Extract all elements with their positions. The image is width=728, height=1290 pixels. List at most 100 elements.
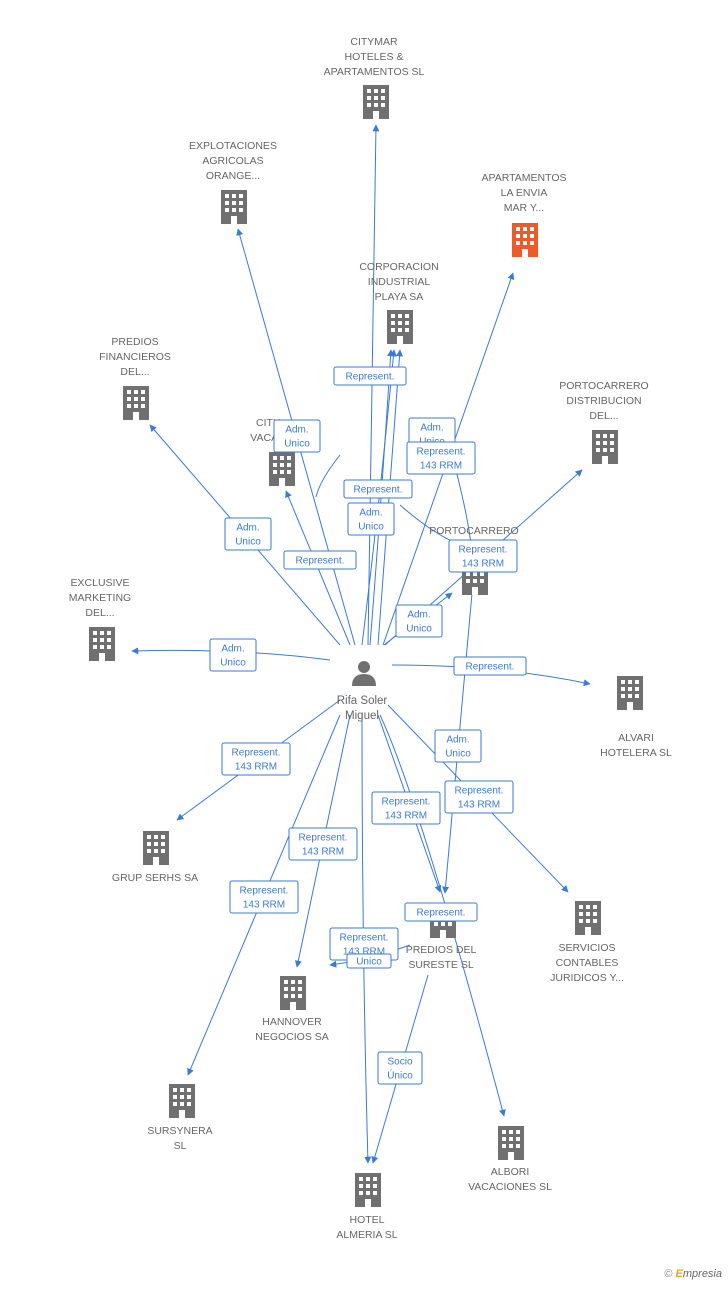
edge-13 — [442, 559, 476, 894]
edge-label-box — [209, 638, 257, 672]
edge-label-box — [288, 827, 358, 861]
edge-label-box — [273, 419, 321, 453]
building-icon — [123, 386, 149, 420]
company-label: CITYMAR — [350, 36, 398, 48]
edge-label-text: 143 RRM — [462, 559, 504, 570]
company-node-serhs[interactable]: GRUP SERHS SA — [112, 831, 198, 884]
edge-label-1[interactable]: Adm.Unico — [273, 419, 321, 453]
edge-label-3[interactable]: Represent. 143 RRM — [406, 441, 476, 475]
edge-label-text: Represent. — [354, 485, 403, 496]
edge-label-18[interactable]: Represent.143 RRM — [329, 927, 399, 961]
company-label: DISTRIBUCION — [566, 395, 641, 407]
company-label: SERVICIOS — [559, 942, 616, 954]
company-label: SURESTE SL — [408, 959, 474, 971]
edge-4 — [361, 349, 397, 646]
company-label: PREDIOS — [111, 336, 158, 348]
edge-label-20[interactable]: Represent. — [404, 902, 478, 922]
edge-label-text: Adm. — [236, 523, 259, 534]
edge-label-box — [346, 953, 392, 969]
company-node-predfin[interactable]: PREDIOSFINANCIEROSDEL... — [99, 336, 171, 420]
edge-label-15[interactable]: Represent.143 RRM — [371, 791, 441, 825]
company-node-servcont[interactable]: SERVICIOS CONTABLES JURIDICOS Y... — [550, 901, 624, 984]
company-label: SURSYNERA — [147, 1125, 212, 1137]
edge-labels-layer: Represent.Adm.UnicoAdm.UnicoRepresent.14… — [209, 366, 527, 1085]
edge-label-12[interactable]: Represent.143 RRM — [221, 742, 291, 776]
company-label: ALVARI — [618, 732, 654, 744]
company-label: GRUP SERHS SA — [112, 872, 198, 884]
company-label: HOTELERA SL — [600, 747, 672, 759]
company-label: CONTABLES — [556, 957, 619, 969]
edge-label-box — [406, 441, 476, 475]
company-node-alvari[interactable]: ALVARI HOTELERA SL — [600, 676, 672, 759]
building-icon — [363, 85, 389, 119]
building-icon — [575, 901, 601, 935]
company-label: FINANCIEROS — [99, 351, 171, 363]
edge-line — [379, 714, 506, 1117]
edge-label-box — [229, 880, 299, 914]
building-icon — [355, 1173, 381, 1207]
company-node-portdist[interactable]: PORTOCARRERODISTRIBUCIONDEL... — [559, 380, 649, 464]
edge-label-text: Unico — [220, 658, 246, 669]
edge-label-13[interactable]: Adm.Unico — [434, 729, 482, 763]
edge-label-box — [347, 502, 395, 536]
footer-brand[interactable]: © Empresia — [664, 1268, 722, 1280]
edge-label-box — [283, 550, 357, 570]
edge-label-text: Unico — [445, 749, 471, 760]
edge-label-19[interactable]: Unico — [346, 953, 392, 969]
edge-label-16[interactable]: Represent.143 RRM — [288, 827, 358, 861]
edge-label-text: 143 RRM — [385, 811, 427, 822]
company-label: DEL... — [85, 607, 114, 619]
company-node-predsur[interactable]: PREDIOS DEL SURESTE SL — [406, 904, 477, 971]
edge-label-text: Represent. — [466, 662, 515, 673]
edge-label-text: Represent. — [296, 556, 345, 567]
edge-label-0[interactable]: Represent. — [333, 366, 407, 386]
company-node-exclus[interactable]: EXCLUSIVEMARKETINGDEL... — [69, 577, 131, 661]
edge-20 — [379, 714, 506, 1117]
edge-label-7[interactable]: Represent. — [283, 550, 357, 570]
company-label: PREDIOS DEL — [406, 944, 477, 956]
edge-label-box — [224, 517, 272, 551]
edge-label-14[interactable]: Represent.143 RRM — [444, 780, 514, 814]
edge-label-text: Adm. — [420, 423, 443, 434]
edge-label-text: Represent. — [240, 886, 289, 897]
company-label: NEGOCIOS SA — [255, 1031, 329, 1043]
edge-label-11[interactable]: Represent. — [453, 656, 527, 676]
edge-label-text: Represent. — [232, 748, 281, 759]
edge-label-text: Represent. — [299, 833, 348, 844]
edge-label-text: 143 RRM — [420, 461, 462, 472]
edge-label-4[interactable]: Represent. — [343, 479, 413, 499]
edge-label-text: Adm. — [407, 610, 430, 621]
building-icon — [592, 430, 618, 464]
company-label: HOTELES & — [345, 51, 404, 63]
edge-label-5[interactable]: Adm.Unico — [224, 517, 272, 551]
person-icon — [352, 661, 376, 686]
edge-label-box — [221, 742, 291, 776]
edge-label-box — [453, 656, 527, 676]
company-label: AGRICOLAS — [202, 155, 263, 167]
edge-label-text: Represent. — [417, 447, 466, 458]
company-label: JURIDICOS Y... — [550, 972, 624, 984]
company-label: APARTAMENTOS — [482, 172, 567, 184]
building-icon — [143, 831, 169, 865]
edge-label-17[interactable]: Represent.143 RRM — [229, 880, 299, 914]
edge-label-9[interactable]: Adm.Unico — [395, 604, 443, 638]
company-label: INDUSTRIAL — [368, 276, 431, 288]
company-node-explot[interactable]: EXPLOTACIONESAGRICOLASORANGE... — [189, 140, 277, 224]
edge-label-text: Represent. — [417, 908, 466, 919]
company-label: ORANGE... — [206, 170, 260, 182]
edge-label-10[interactable]: Adm.Unico — [209, 638, 257, 672]
edge-label-6[interactable]: Adm.Unico — [347, 502, 395, 536]
edge-label-8[interactable]: Represent.143 RRM — [448, 539, 518, 573]
edge-label-box — [444, 780, 514, 814]
edge-line — [442, 559, 476, 894]
